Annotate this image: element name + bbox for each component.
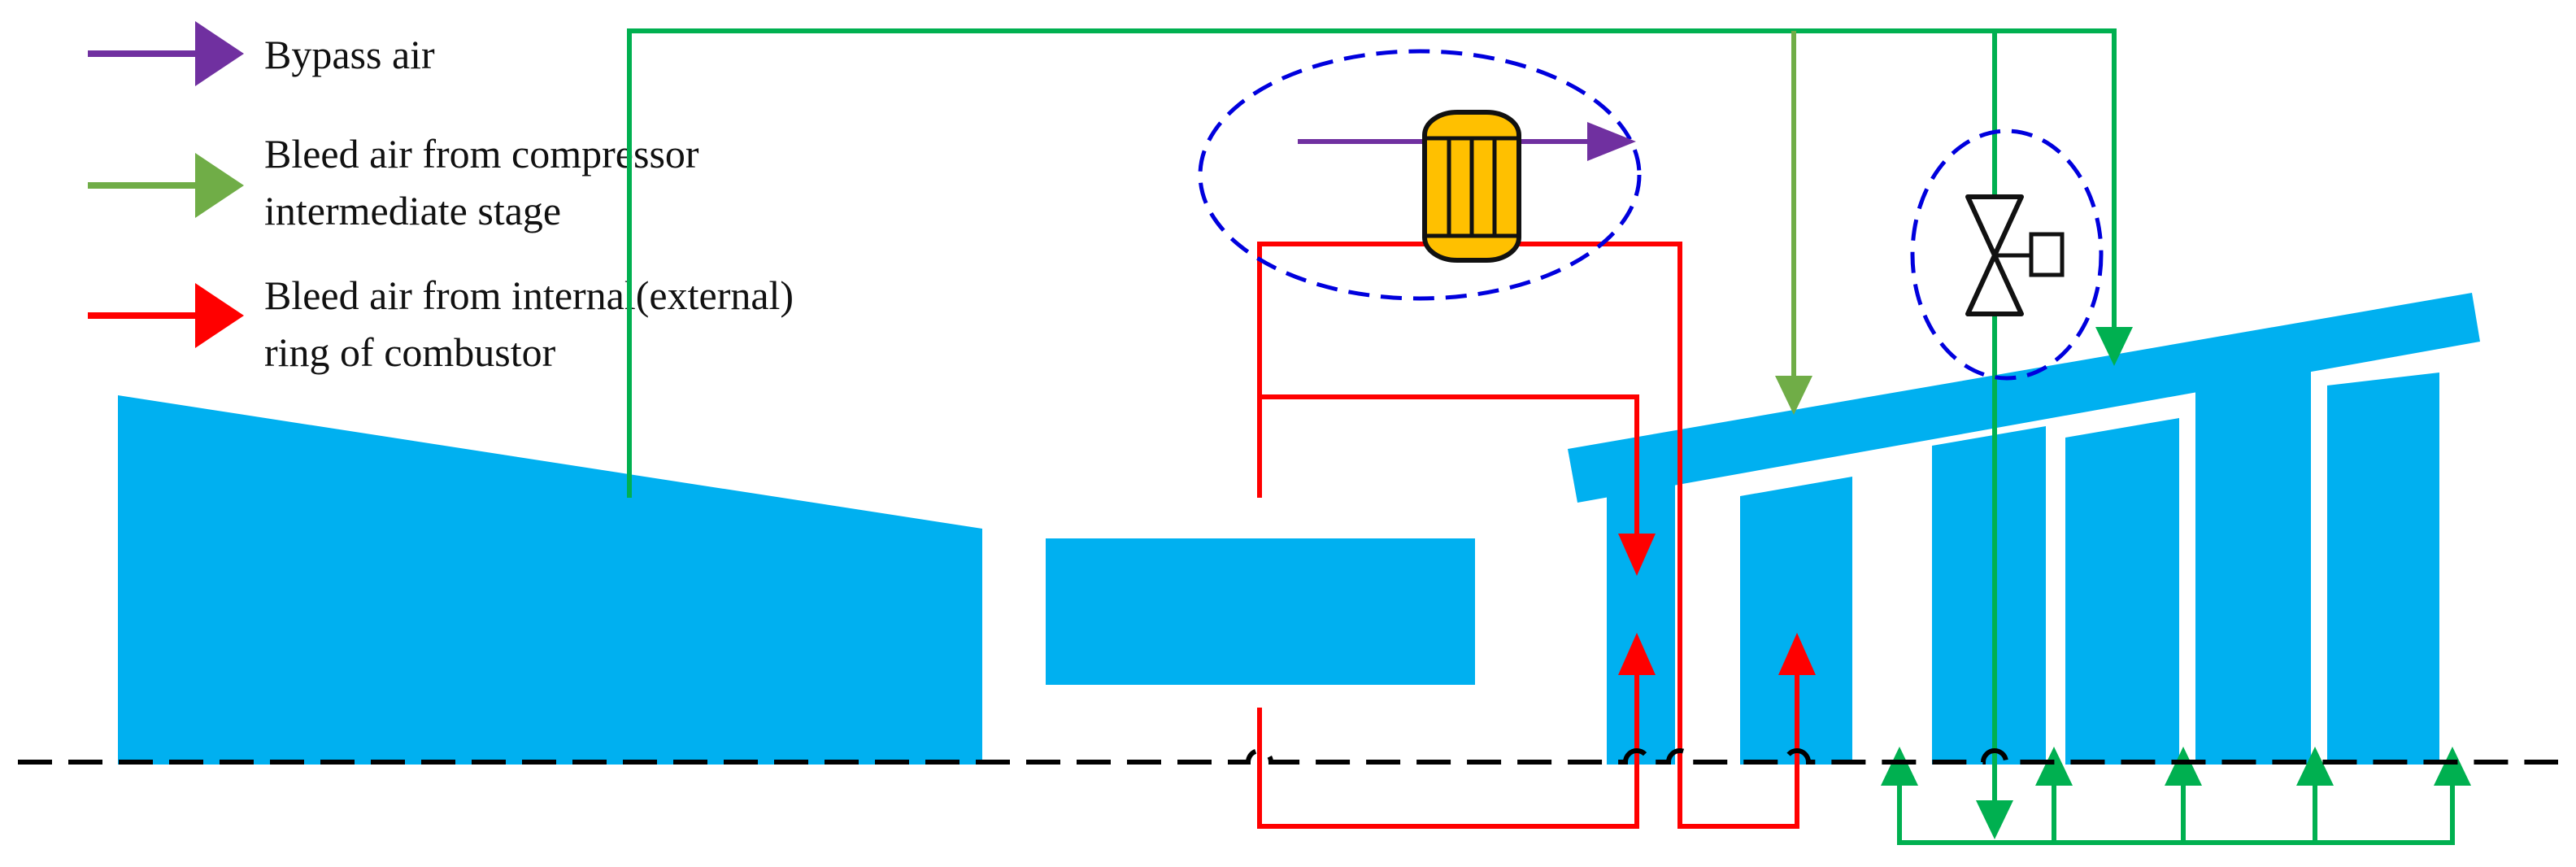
turbine-casing — [1568, 293, 2480, 503]
inner-ring-line — [1257, 665, 1639, 829]
valve-highlight — [1910, 129, 2104, 381]
combustor-bleed-lines — [1257, 242, 1799, 829]
bleed-arrow-icon — [1778, 633, 1816, 675]
bleed-arrow-icon — [1976, 800, 2013, 839]
turbine-rotor-1 — [1607, 485, 1675, 765]
bleed-arrow-icon — [2434, 747, 2471, 786]
legend-item-bypass-air: Bypass air — [88, 21, 435, 86]
combustor-bleed-arrows — [1618, 534, 1816, 675]
bleed-arrow-icon — [1618, 633, 1656, 675]
turbine-rotor-3 — [2195, 368, 2311, 765]
bypass-arrow-icon — [1587, 122, 1636, 161]
engine-centerline — [18, 748, 2558, 765]
legend-arrow-icon — [195, 283, 244, 348]
legend-arrow-icon — [195, 21, 244, 86]
bleed-header-line — [627, 28, 2117, 498]
bleed-arrow-icon — [2035, 747, 2073, 786]
engine-body — [118, 293, 2480, 765]
legend-label-compressor-bleed-line2: intermediate stage — [264, 188, 561, 233]
bleed-arrow-icon — [1775, 376, 1812, 415]
outer-ring-line — [1257, 242, 1799, 829]
legend-label-bypass-air: Bypass air — [264, 32, 435, 77]
combustor-section — [1046, 538, 1475, 685]
heat-exchanger-icon — [1422, 110, 1521, 263]
bottom-manifold-line — [1897, 781, 2455, 845]
compressor-section — [118, 395, 982, 765]
turbine-vane-2 — [2065, 418, 2179, 765]
turbine-vane-1 — [1740, 477, 1852, 765]
legend: Bypass air Bleed air from compressor int… — [88, 21, 794, 375]
turbine-vane-3 — [2327, 373, 2439, 765]
bleed-arrow-icon — [2095, 327, 2133, 366]
legend-label-combustor-bleed-line2: ring of combustor — [264, 329, 556, 375]
turbine-rotor-2 — [1932, 426, 2046, 765]
legend-label-compressor-bleed-line1: Bleed air from compressor — [264, 131, 699, 176]
legend-item-combustor-bleed: Bleed air from internal(external) ring o… — [88, 272, 794, 375]
compressor-bleed-arrows — [1775, 327, 2471, 839]
valve-icon — [1965, 194, 2065, 316]
legend-label-combustor-bleed-line1: Bleed air from internal(external) — [264, 272, 794, 318]
heat-exchanger-highlight — [1198, 49, 1642, 301]
outer-ring-branch — [1260, 394, 1639, 537]
legend-arrow-icon — [195, 153, 244, 218]
legend-item-compressor-bleed: Bleed air from compressor intermediate s… — [88, 131, 699, 233]
compressor-bleed-lines — [627, 28, 2455, 845]
bleed-arrow-icon — [2296, 747, 2334, 786]
bleed-arrow-icon — [1618, 534, 1656, 576]
bleed-arrow-icon — [1881, 747, 1918, 786]
bleed-arrow-icon — [2165, 747, 2202, 786]
